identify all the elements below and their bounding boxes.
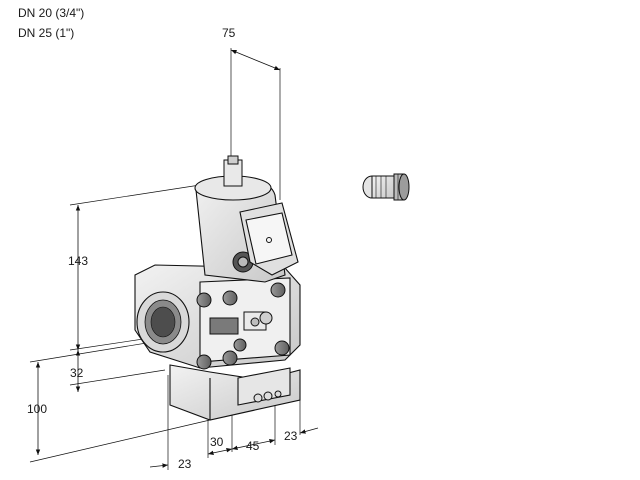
dim-height-total: 100 — [27, 339, 211, 463]
dim-top-width: 75 — [222, 26, 281, 200]
dim-height-mid: 32 — [69, 350, 166, 392]
title-dn20: DN 20 (3/4") — [18, 6, 85, 20]
dim-label-75: 75 — [222, 26, 236, 40]
dim-height-upper: 143 — [68, 184, 201, 351]
dim-label-100: 100 — [27, 402, 47, 416]
dim-label-32: 32 — [70, 366, 84, 380]
dim-label-23-left: 23 — [178, 457, 192, 471]
dim-label-45: 45 — [246, 439, 260, 453]
cable-gland — [362, 173, 410, 201]
dim-bottom: 23 30 45 23 — [149, 375, 319, 471]
dim-label-23-right: 23 — [284, 429, 298, 443]
title-dn25: DN 25 (1") — [18, 26, 75, 40]
dim-label-143: 143 — [68, 254, 88, 268]
dim-label-30: 30 — [210, 435, 224, 449]
valve-illustration — [134, 155, 301, 421]
